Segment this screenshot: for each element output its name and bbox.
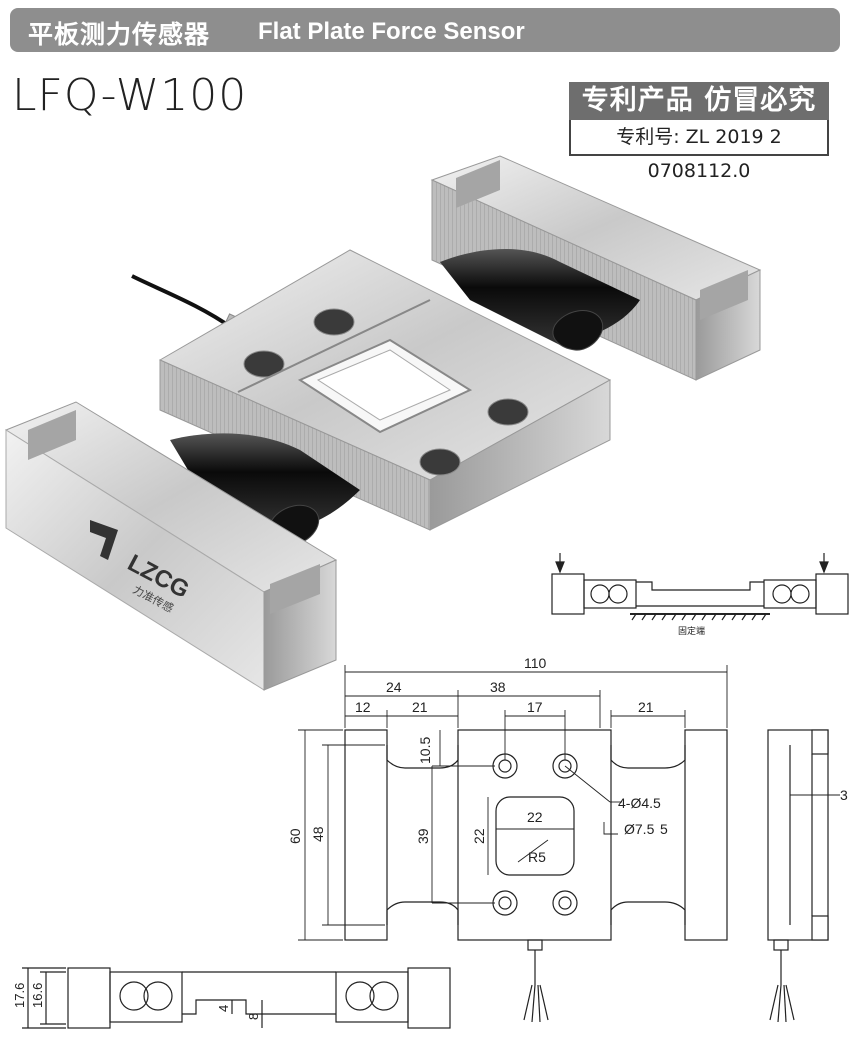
dim-r5: R5 bbox=[528, 849, 546, 865]
dim-21-left: 21 bbox=[412, 699, 428, 715]
product-photo: LZCG 力准传感 bbox=[4, 155, 762, 691]
header-title-cn: 平板测力传感器 bbox=[28, 20, 211, 49]
dim-24: 24 bbox=[386, 679, 402, 695]
patent-box: 专利产品 仿冒必究 专利号: ZL 2019 2 0708112.0 bbox=[569, 82, 829, 182]
dim-4: 4 bbox=[216, 1005, 231, 1012]
header-bar: 平板测力传感器 Flat Plate Force Sensor bbox=[10, 8, 840, 52]
top-view-drawing bbox=[344, 729, 728, 1023]
mount-diagram bbox=[551, 553, 849, 621]
dim-39: 39 bbox=[415, 828, 431, 844]
dim-60: 60 bbox=[287, 828, 303, 844]
dim-counterbore: Ø7.5 bbox=[624, 821, 655, 837]
dimension-labels: 110 24 38 12 21 17 21 60 48 39 10.5 22 2… bbox=[287, 655, 848, 865]
patent-title: 专利产品 仿冒必究 bbox=[569, 82, 829, 120]
dimension-lines bbox=[298, 665, 840, 941]
dim-17: 17 bbox=[527, 699, 543, 715]
dim-17-6: 17.6 bbox=[12, 983, 27, 1008]
dim-counterbore-depth: 5 bbox=[660, 821, 668, 837]
dim-16-6: 16.6 bbox=[30, 983, 45, 1008]
dim-48: 48 bbox=[310, 826, 326, 842]
dim-3: 3 bbox=[840, 787, 848, 803]
mount-label: 固定端 bbox=[678, 625, 705, 637]
dim-overall-width: 110 bbox=[524, 655, 547, 671]
side-view-drawing bbox=[767, 729, 829, 1023]
dim-38: 38 bbox=[490, 679, 506, 695]
dim-8: 8 bbox=[246, 1013, 261, 1020]
model-number: LFQ-W100 bbox=[12, 70, 248, 121]
patent-number: 专利号: ZL 2019 2 0708112.0 bbox=[569, 120, 829, 182]
dim-10-5: 10.5 bbox=[417, 737, 433, 764]
dim-22-horizontal: 22 bbox=[527, 809, 543, 825]
dim-22-vertical: 22 bbox=[471, 828, 487, 844]
dim-12: 12 bbox=[355, 699, 371, 715]
front-view-labels: 17.6 16.6 4 8 bbox=[12, 983, 261, 1020]
dim-holes: 4-Ø4.5 bbox=[618, 795, 661, 811]
front-view-drawing bbox=[22, 967, 451, 1029]
header-title-en: Flat Plate Force Sensor bbox=[258, 18, 525, 45]
dim-21-right: 21 bbox=[638, 699, 654, 715]
